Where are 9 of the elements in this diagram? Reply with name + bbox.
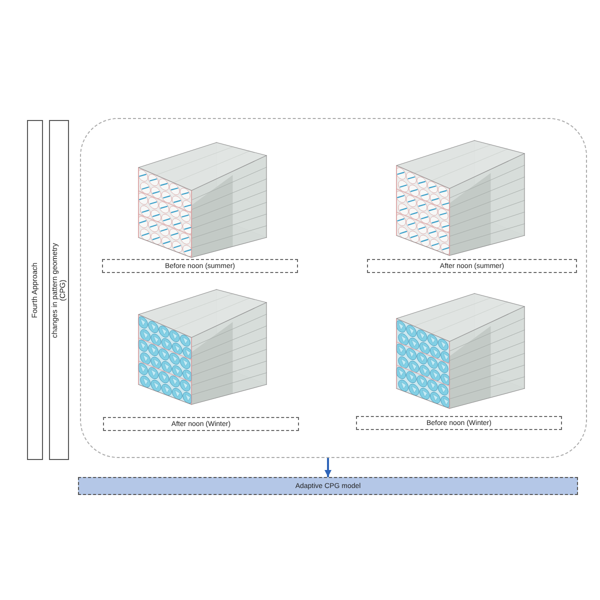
caption-frame	[103, 417, 299, 431]
vertical-band	[27, 120, 43, 460]
arrow	[324, 458, 332, 477]
caption-frame	[102, 259, 298, 273]
caption-frame	[356, 416, 562, 430]
rounded-dashed-frame	[80, 118, 587, 458]
vertical-band	[49, 120, 69, 460]
caption-frame	[367, 259, 577, 273]
result-bar	[78, 477, 578, 495]
